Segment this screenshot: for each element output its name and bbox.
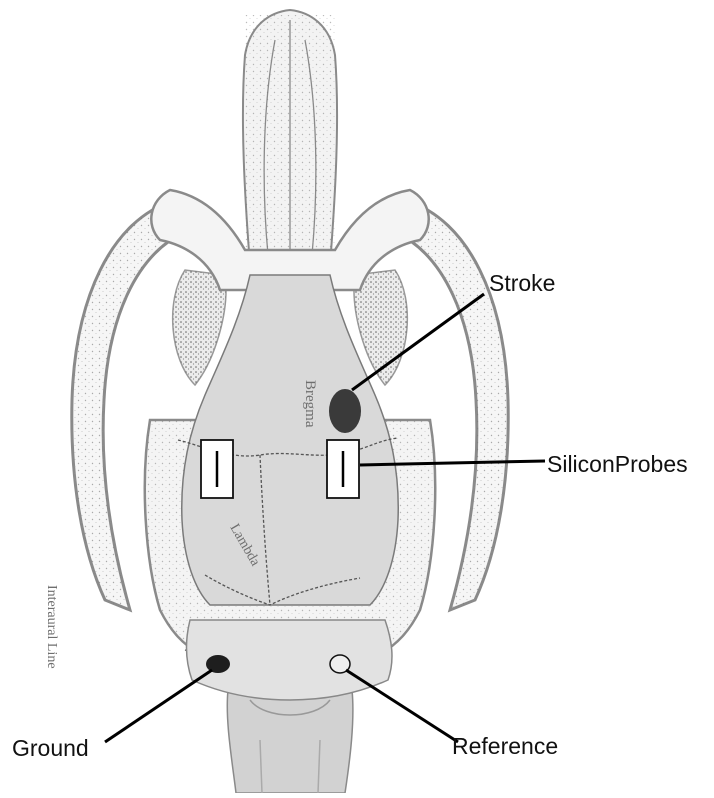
ground-leader-line <box>105 670 212 742</box>
silicon-probes-label: SiliconProbes <box>547 451 688 478</box>
reference-leader-line <box>346 670 458 742</box>
ground-label: Ground <box>12 735 89 762</box>
stroke-label: Stroke <box>489 270 555 297</box>
interaural-line-label: Interaural Line <box>44 585 59 669</box>
snout <box>243 10 337 265</box>
silicon-probe-left <box>201 440 233 498</box>
brainstem <box>227 690 353 793</box>
bregma-label: Bregma <box>302 380 318 428</box>
reference-label: Reference <box>452 733 558 760</box>
stroke-marker <box>329 389 361 433</box>
silicon-probe-right <box>327 440 359 498</box>
